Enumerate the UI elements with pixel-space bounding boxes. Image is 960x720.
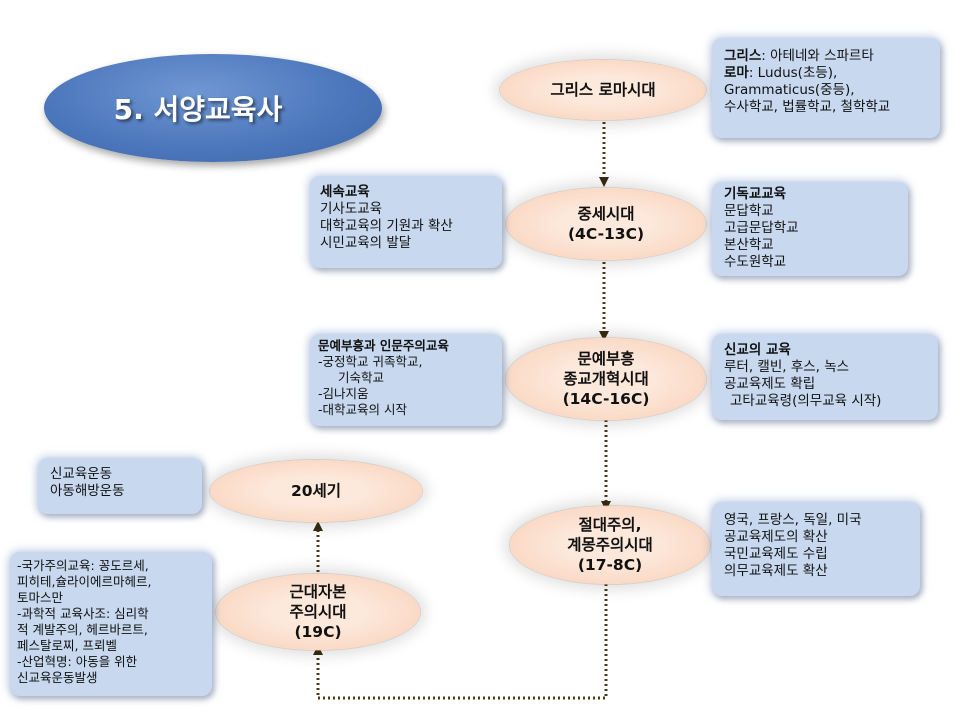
era-modern-line1: 근대자본 <box>289 582 347 601</box>
roman-label: 로마 <box>724 65 749 81</box>
absolutism-line: 국민교육제도 수립 <box>724 546 828 562</box>
box-secular-education: 세속교육 기사도교육 대학교육의 기원과 확산 시민교육의 발달 <box>310 176 502 268</box>
era-renaissance-line1: 문예부흥 <box>577 349 635 368</box>
christian-line: 본산학교 <box>724 237 774 253</box>
greek-label: 그리스 <box>724 48 762 64</box>
box-modern-capitalism: -국가주의교육: 꽁도르세, 피히테,슐라이에르마헤르, 토마스만 -과학적 교… <box>10 552 212 696</box>
roman-line4: 수사학교, 법률학교, 철학학교 <box>724 99 891 115</box>
humanism-line: -김나지움 <box>318 386 369 401</box>
protestant-line: 루터, 캘빈, 후스, 녹스 <box>724 359 850 375</box>
christian-line: 문답학교 <box>724 203 774 219</box>
modern-line: 페스탈로찌, 프뢰벨 <box>17 638 117 653</box>
era-greek-roman: 그리스 로마시대 <box>500 60 706 120</box>
era-absolutism-line2: 계몽주의시대 <box>567 535 653 554</box>
era-renaissance: 문예부흥 종교개혁시대 (14C-16C) <box>506 338 706 420</box>
era-modern-capitalism: 근대자본 주의시대 (19C) <box>216 574 420 650</box>
absolutism-line: 의무교육제도 확산 <box>724 563 828 579</box>
modern-line: -과학적 교육사조: 심리학 <box>17 606 149 621</box>
era-medieval-line1: 중세시대 <box>577 204 635 223</box>
era-medieval: 중세시대 (4C-13C) <box>506 188 706 260</box>
arrow-absolutism-to-modern <box>313 584 608 700</box>
era-absolutism-line1: 절대주의, <box>578 515 642 534</box>
box-greek-roman: 그리스: 아테네와 스파르타 로마: Ludus(초등), Grammaticu… <box>712 38 940 138</box>
title-ellipse: 5. 서양교육사 <box>44 54 382 162</box>
era-greek-roman-label: 그리스 로마시대 <box>550 80 656 99</box>
twentieth-line: 신교육운동 <box>50 466 113 482</box>
absolutism-line: 영국, 프랑스, 독일, 미국 <box>724 512 862 528</box>
modern-line: -산업혁명: 아동을 위한 <box>17 654 138 669</box>
humanism-line: -궁정학교 귀족학교, <box>318 354 423 369</box>
christian-line: 수도원학교 <box>724 254 787 270</box>
roman-line3: Grammaticus(중등), <box>724 82 855 98</box>
absolutism-line: 공교육제도의 확산 <box>724 529 828 545</box>
era-modern-line2: 주의시대 <box>289 602 347 621</box>
box-protestant-education: 신교의 교육 루터, 캘빈, 후스, 녹스 공교육제도 확립 고타교육령(의무교… <box>712 334 938 420</box>
christian-line: 고급문답학교 <box>724 220 799 236</box>
protestant-line: 공교육제도 확립 <box>724 376 816 392</box>
era-renaissance-line2: 종교개혁시대 <box>563 369 649 388</box>
secular-heading: 세속교육 <box>320 184 370 200</box>
protestant-line: 고타교육령(의무교육 시작) <box>730 393 882 409</box>
greek-text: : 아테네와 스파르타 <box>761 48 874 64</box>
era-absolutism: 절대주의, 계몽주의시대 (17-8C) <box>510 506 710 584</box>
secular-line: 기사도교육 <box>320 201 383 217</box>
page-title: 5. 서양교육사 <box>113 93 283 126</box>
humanism-line: -대학교육의 시작 <box>318 402 407 417</box>
twentieth-line: 아동해방운동 <box>50 483 125 499</box>
box-absolutism: 영국, 프랑스, 독일, 미국 공교육제도의 확산 국민교육제도 수립 의무교육… <box>712 502 920 596</box>
secular-line: 시민교육의 발달 <box>320 235 412 251</box>
box-humanism: 문예부흥과 인문주의교육 -궁정학교 귀족학교, 기숙학교 -김나지움 -대학교… <box>310 334 502 426</box>
era-medieval-line2: (4C-13C) <box>567 225 645 243</box>
era-20th-label: 20세기 <box>290 481 342 500</box>
humanism-heading: 문예부흥과 인문주의교육 <box>318 338 449 353</box>
era-20th-century: 20세기 <box>210 460 422 522</box>
roman-text: : Ludus(초등), <box>748 65 838 81</box>
era-modern-line3: (19C) <box>294 623 342 642</box>
box-christian-education: 기독교교육 문답학교 고급문답학교 본산학교 수도원학교 <box>712 182 908 276</box>
modern-line: 적 계발주의, 헤르바르트, <box>17 622 148 637</box>
protestant-heading: 신교의 교육 <box>724 342 791 358</box>
modern-line: 토마스만 <box>17 590 64 605</box>
era-renaissance-line3: (14C-16C) <box>562 390 650 409</box>
era-absolutism-line3: (17-8C) <box>577 556 643 575</box>
secular-line: 대학교육의 기원과 확산 <box>320 218 453 234</box>
box-twentieth-century: 신교육운동 아동해방운동 <box>38 458 202 514</box>
christian-heading: 기독교교육 <box>724 186 787 202</box>
modern-line: 피히테,슐라이에르마헤르, <box>17 574 152 589</box>
modern-line: 신교육운동발생 <box>17 670 98 685</box>
humanism-line: 기숙학교 <box>338 370 385 385</box>
modern-line: -국가주의교육: 꽁도르세, <box>17 558 149 573</box>
